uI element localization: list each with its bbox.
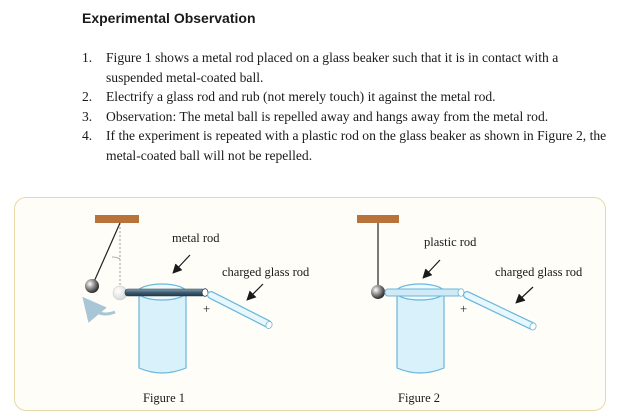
glass-rod-label: charged glass rod	[222, 265, 310, 279]
step-number: 2.	[82, 89, 93, 104]
step-text: Electrify a glass rod and rub (not merel…	[106, 89, 496, 104]
glass-rod-end	[529, 322, 537, 331]
plastic-rod	[384, 288, 462, 297]
glass-beaker	[138, 292, 187, 374]
step-item: 1. Figure 1 shows a metal rod placed on …	[82, 48, 612, 87]
metal-coated-ball	[371, 285, 385, 299]
charge-sign: +	[460, 302, 467, 316]
metal-rod-label: metal rod	[172, 231, 220, 245]
figure-1-caption: Figure 1	[143, 391, 185, 405]
figure-2-caption: Figure 2	[398, 391, 440, 405]
deflection-angle-arc	[111, 256, 121, 260]
steps-list: 1. Figure 1 shows a metal rod placed on …	[82, 48, 612, 165]
step-item: 2. Electrify a glass rod and rub (not me…	[82, 87, 612, 107]
plastic-rod-label: plastic rod	[424, 235, 477, 249]
glass-rod-pointer-arrow	[515, 286, 534, 304]
swing-arrow-icon	[82, 296, 116, 323]
glass-rod-pointer-arrow	[246, 283, 264, 301]
step-number: 1.	[82, 50, 93, 65]
figure-2: plastic rod charged glass rod + Figure 2	[357, 215, 583, 405]
support-bar	[95, 215, 139, 223]
plastic-rod-pointer-arrow	[422, 259, 441, 279]
metal-rod	[124, 288, 206, 297]
glass-rod-end	[265, 321, 273, 329]
figure-1: metal rod charged glass rod + Figure 1	[82, 215, 310, 405]
charge-sign: +	[203, 302, 210, 316]
metal-coated-ball	[85, 279, 99, 293]
glass-rod-label: charged glass rod	[495, 265, 583, 279]
step-text: Observation: The metal ball is repelled …	[106, 108, 549, 124]
glass-beaker	[396, 292, 445, 374]
deflected-thread	[92, 222, 121, 285]
section-heading: Experimental Observation	[82, 10, 256, 26]
metal-rod-pointer-arrow	[172, 254, 191, 274]
step-text: If the experiment is repeated with a pla…	[106, 128, 607, 163]
charged-glass-rod-core	[464, 292, 535, 329]
step-text: Figure 1 shows a metal rod placed on a g…	[106, 50, 559, 85]
figure-panel	[14, 197, 606, 411]
step-item: 4. If the experiment is repeated with a …	[82, 126, 612, 165]
step-number: 4.	[82, 128, 93, 143]
charged-glass-rod-core	[208, 292, 271, 327]
step-item: 3. Observation: The metal ball is repell…	[82, 107, 612, 127]
step-number: 3.	[82, 108, 93, 124]
support-bar	[357, 215, 399, 223]
